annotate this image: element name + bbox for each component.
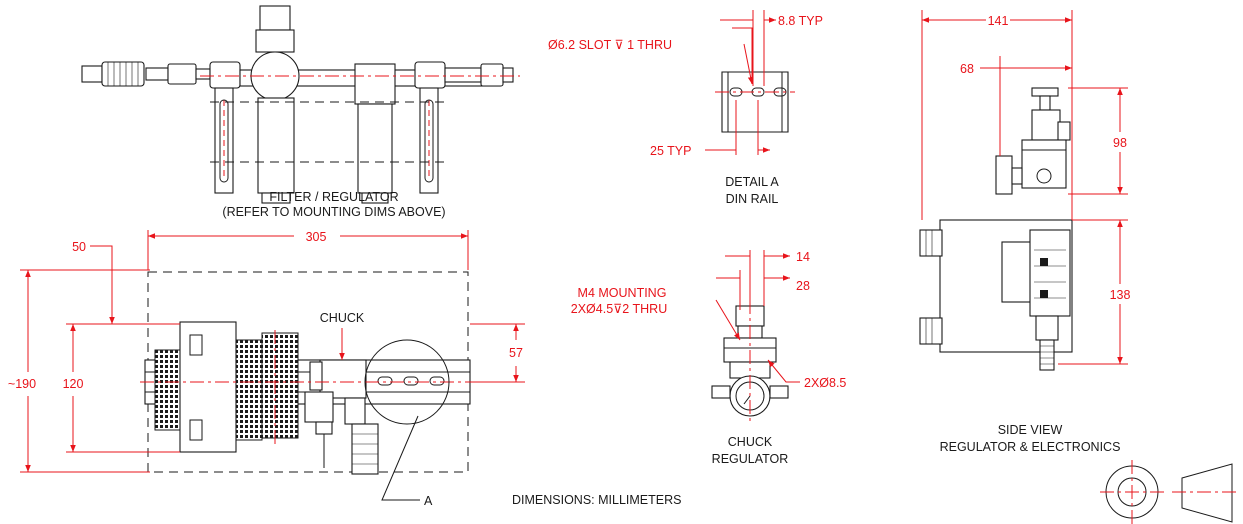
- dim-2x-8-5: 2XØ8.5: [804, 376, 846, 390]
- chuck-label: CHUCK: [320, 311, 365, 325]
- detail-a-title: DETAIL A: [725, 175, 779, 189]
- projection-symbol: [1100, 460, 1240, 524]
- filter-regulator-note: (REFER TO MOUNTING DIMS ABOVE): [222, 205, 445, 219]
- chuck-regulator-subtitle: REGULATOR: [712, 452, 789, 466]
- dim-slot: Ø6.2 SLOT ⊽ 1 THRU: [548, 38, 672, 52]
- dim-m4-holes: 2XØ4.5⊽2 THRU: [571, 302, 667, 316]
- dim-m4-mounting: M4 MOUNTING: [578, 286, 667, 300]
- dim-14: 14: [796, 250, 810, 264]
- side-view-subtitle: REGULATOR & ELECTRONICS: [940, 440, 1121, 454]
- plan-view: [140, 271, 475, 501]
- dim-28: 28: [796, 279, 810, 293]
- dim-141: 141: [988, 14, 1009, 28]
- dim-8-8-typ: 8.8 TYP: [778, 14, 823, 28]
- dim-305: 305: [306, 230, 327, 244]
- dim-120: 120: [63, 377, 84, 391]
- chuck-regulator-title: CHUCK: [728, 435, 773, 449]
- dimensions-note: DIMENSIONS: MILLIMETERS: [512, 493, 681, 507]
- side-view-title: SIDE VIEW: [998, 423, 1063, 437]
- filter-regulator-view: [81, 5, 520, 204]
- dim-138: 138: [1110, 288, 1131, 302]
- dim-25-typ: 25 TYP: [650, 144, 691, 158]
- dim-50: 50: [72, 240, 86, 254]
- filter-regulator-title: FILTER / REGULATOR: [269, 190, 398, 204]
- chuck-regulator-view: [711, 250, 800, 425]
- dim-98: 98: [1113, 136, 1127, 150]
- dim-57: 57: [509, 346, 523, 360]
- detail-a-subtitle: DIN RAIL: [726, 192, 779, 206]
- dim-68: 68: [960, 62, 974, 76]
- detail-a-view: [705, 10, 795, 155]
- detail-callout-a: A: [424, 494, 433, 508]
- side-view: [920, 10, 1128, 370]
- dim-190: ~190: [8, 377, 36, 391]
- plan-dims: [20, 230, 525, 472]
